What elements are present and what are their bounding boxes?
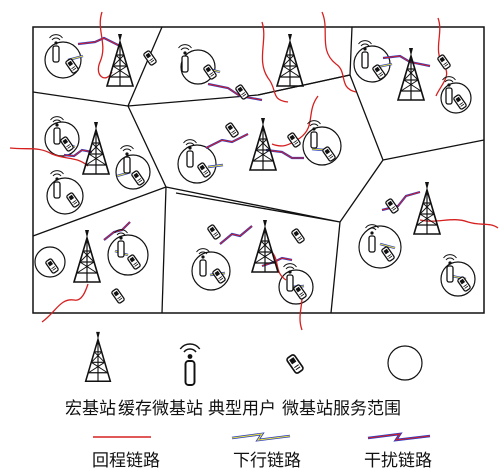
legend-label-downlink: 下行链路 [233,451,301,471]
micro-antenna-icon [113,229,129,258]
phone-icon [436,53,452,71]
phone-icon [65,191,81,209]
phone-icon [211,267,227,285]
macro-tower-icon [276,33,304,87]
phone-icon [142,49,158,67]
micro-coverage-circles [34,41,476,305]
typical-users [44,49,472,305]
micro-antenna-icon [179,343,201,386]
phone-icon [384,197,400,215]
legend-label-micro-coverage: 微基站服务范围 [282,399,401,419]
macro-tower-icon [73,229,101,283]
micro-antenna-icon [49,170,65,199]
legend-label-macro-bs: 宏基站 [65,399,116,419]
phone-icon [285,353,305,375]
phone-icon [110,287,126,305]
legend: 宏基站 缓存微基站 典型用户 微基站服务范围 回程链路 下行链路 干扰链路 [65,331,432,471]
micro-antenna-icon [357,40,373,69]
macro-tower-icon [84,331,112,383]
macro-tower-icon [413,181,441,235]
phone-icon [452,93,468,111]
interference-line-sample [367,432,431,442]
phone-icon [64,57,80,75]
phone-icon [292,283,308,301]
micro-antenna-icon [182,139,198,168]
macro-tower-icon [251,219,279,273]
legend-label-backhaul: 回程链路 [92,451,160,471]
macro-tower-icon [397,47,425,101]
phone-icon [59,135,75,153]
phone-icon [206,223,222,241]
legend-label-cache-micro-bs: 缓存微基站 [118,399,203,419]
legend-label-interference: 干扰链路 [364,451,432,471]
phone-icon [290,227,306,245]
phone-icon [126,253,142,271]
phone-icon [44,257,60,275]
phone-icon [286,131,302,149]
phone-icon [130,169,146,187]
phone-icon [321,145,337,163]
circle-icon [387,345,423,381]
phone-icon [224,121,240,139]
phone-icon [196,161,212,179]
phone-icon [234,83,250,101]
phone-icon [456,275,472,293]
legend-label-typical-user: 典型用户 [208,399,276,419]
micro-antenna-icon [48,34,64,63]
cell-borders [32,26,485,314]
downlink-line-sample [231,432,291,442]
network-area-frame [32,26,485,314]
macro-tower-icon [82,121,110,175]
micro-antenna-icon [364,224,380,253]
interference-links [63,36,431,268]
